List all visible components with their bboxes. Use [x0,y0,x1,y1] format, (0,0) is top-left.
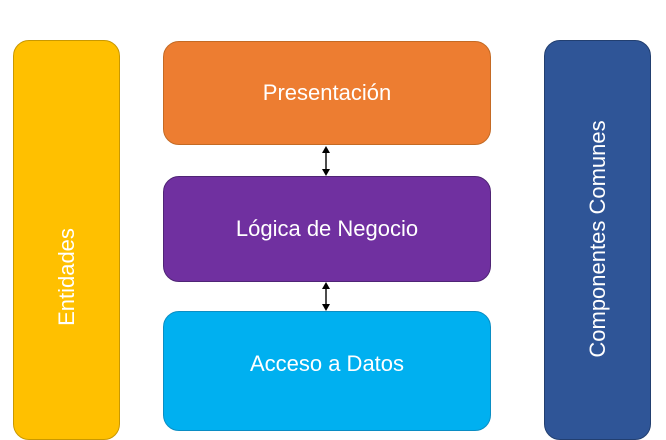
logica-negocio-layer-box: Lógica de Negocio [163,176,491,282]
entidades-label: Entidades [53,228,79,326]
logica-negocio-label: Lógica de Negocio [235,216,419,241]
acceso-datos-layer-box: Acceso a Datos [163,311,491,431]
acceso-datos-label: Acceso a Datos [249,351,405,376]
presentacion-layer-box: Presentación [163,41,491,145]
double-arrow-icon [322,146,330,176]
componentes-comunes-box: Componentes Comunes [544,40,651,440]
componentes-comunes-label: Componentes Comunes [584,120,610,358]
double-arrow-icon [322,282,330,311]
entidades-box: Entidades [13,40,120,440]
presentacion-label: Presentación [262,80,392,105]
